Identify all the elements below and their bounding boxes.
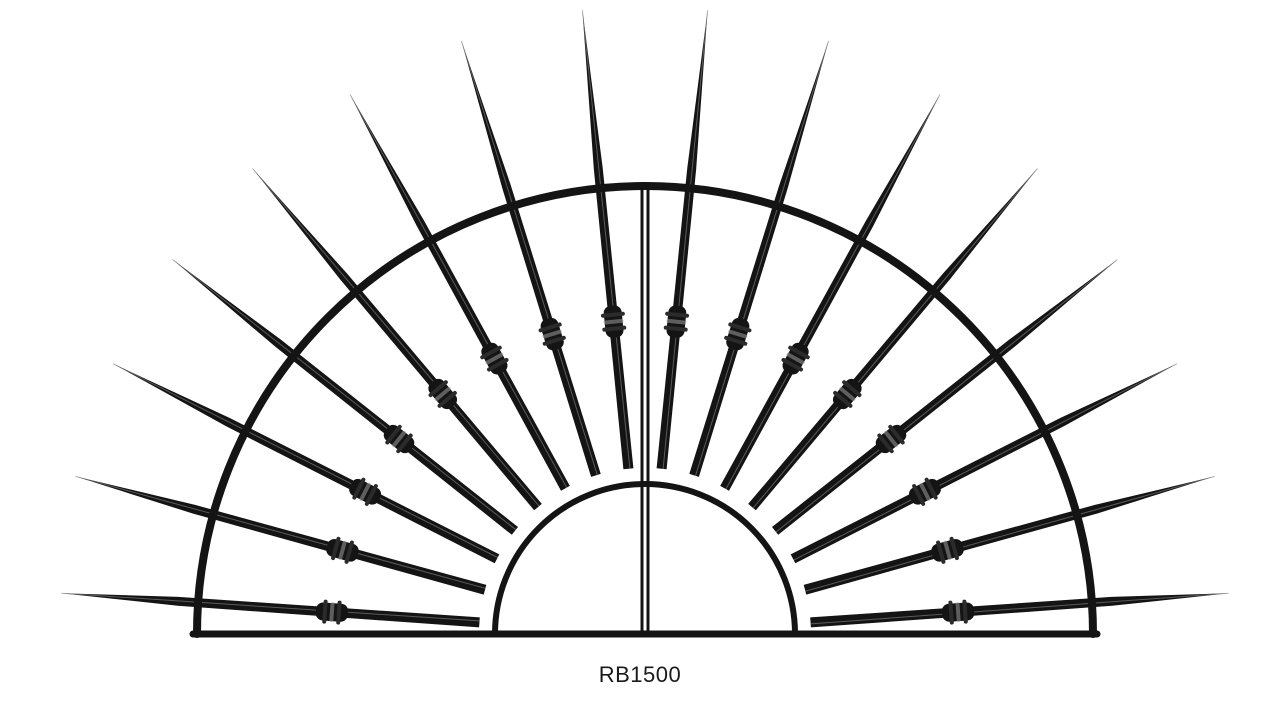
collar-shine xyxy=(329,602,335,623)
collar-ring-right xyxy=(788,345,810,360)
collar-ring-left xyxy=(396,433,413,454)
collar-shine xyxy=(359,482,371,501)
spear-highlight-7 xyxy=(460,40,598,476)
collar-ring-left xyxy=(877,433,894,454)
collar-ring-left xyxy=(364,484,378,506)
collar-shine xyxy=(955,602,961,623)
spear-12 xyxy=(748,168,1038,511)
collar-ring-left xyxy=(833,390,853,408)
spear-9 xyxy=(656,10,708,470)
collar-shine xyxy=(485,352,504,365)
collar-shine xyxy=(943,540,952,561)
collar-ring-left xyxy=(486,357,509,372)
collar-5 xyxy=(428,378,458,410)
spear-highlight-2 xyxy=(75,475,486,589)
collar-ring-right xyxy=(480,345,502,360)
collar-shine xyxy=(666,318,687,325)
spear-highlight-10 xyxy=(695,40,830,477)
collar-ring-left xyxy=(912,484,926,506)
spear-highlight-13 xyxy=(775,259,1118,533)
collar-shine xyxy=(786,352,805,365)
spear-3 xyxy=(112,363,500,564)
spear-group xyxy=(61,10,1229,628)
collar-11 xyxy=(781,342,810,375)
collar-ring-left xyxy=(948,600,954,625)
collar-shine xyxy=(392,430,406,448)
inner-arch xyxy=(492,481,798,637)
collar-ring-right xyxy=(538,322,562,333)
collar-2 xyxy=(326,536,359,564)
collar-ring-left xyxy=(663,325,688,332)
collar-shine xyxy=(338,540,347,561)
collar-ring-right xyxy=(428,380,448,398)
spear-1 xyxy=(61,593,480,628)
spear-highlight-14 xyxy=(793,363,1178,561)
collar-15 xyxy=(931,536,964,564)
collar-ring-right xyxy=(665,311,690,318)
collar-ring-right xyxy=(728,322,752,333)
collar-ring-left xyxy=(344,540,354,564)
spear-11 xyxy=(720,94,940,491)
collar-shine xyxy=(728,329,748,339)
spear-highlight-8 xyxy=(581,10,631,469)
collar-ring-right xyxy=(331,536,341,561)
collar-4 xyxy=(383,424,415,454)
spear-highlight-12 xyxy=(752,168,1038,509)
collar-3 xyxy=(349,477,382,506)
collar-ring-right xyxy=(962,599,968,624)
product-code-caption: RB1500 xyxy=(598,662,682,687)
collar-ring-left xyxy=(781,357,804,372)
collar-shine xyxy=(884,430,898,448)
collar-ring-right xyxy=(322,599,328,624)
spear-15 xyxy=(803,476,1215,595)
collar-9 xyxy=(663,305,690,338)
collar-14 xyxy=(908,477,941,506)
spear-highlight-9 xyxy=(662,10,709,470)
spear-4 xyxy=(172,259,518,535)
collar-ring-right xyxy=(949,536,959,561)
spear-highlight-11 xyxy=(725,94,941,490)
collar-ring-left xyxy=(602,325,627,332)
collar-10 xyxy=(724,317,752,351)
spear-8 xyxy=(582,10,634,470)
collar-ring-right xyxy=(352,477,366,500)
collar-shine xyxy=(603,318,624,325)
collar-ring-right xyxy=(924,477,938,500)
collar-ring-left xyxy=(936,540,946,564)
collar-12 xyxy=(832,378,862,410)
spear-2 xyxy=(75,476,487,595)
collar-shine xyxy=(542,329,562,339)
spear-highlight-1 xyxy=(61,592,480,622)
spear-highlight-6 xyxy=(349,94,568,488)
collar-ring-right xyxy=(842,380,862,398)
spear-highlight-4 xyxy=(172,259,517,531)
collar-ring-left xyxy=(336,600,342,625)
collar-shine xyxy=(434,386,451,402)
collar-16 xyxy=(941,599,975,625)
collar-ring-right xyxy=(600,311,625,318)
collar-ring-right xyxy=(888,424,905,445)
frame-group xyxy=(189,182,1101,638)
collar-ring-right xyxy=(385,424,402,445)
collar-6 xyxy=(480,342,509,375)
collar-13 xyxy=(875,424,907,454)
spear-highlight-5 xyxy=(252,168,540,507)
collar-ring-left xyxy=(542,335,566,346)
spear-highlight-15 xyxy=(805,475,1215,592)
spear-10 xyxy=(689,40,829,477)
spear-highlight-16 xyxy=(810,592,1229,625)
collar-1 xyxy=(315,599,349,625)
collar-8 xyxy=(600,305,627,338)
collar-group xyxy=(315,305,975,625)
collar-shine xyxy=(919,482,931,501)
collar-shine xyxy=(839,386,856,402)
collar-7 xyxy=(538,317,566,351)
outer-arch xyxy=(193,182,1097,638)
collar-ring-left xyxy=(724,335,748,346)
spear-16 xyxy=(810,593,1229,628)
collar-ring-left xyxy=(437,390,457,408)
spear-7 xyxy=(461,40,601,477)
spear-highlight-3 xyxy=(112,363,498,558)
